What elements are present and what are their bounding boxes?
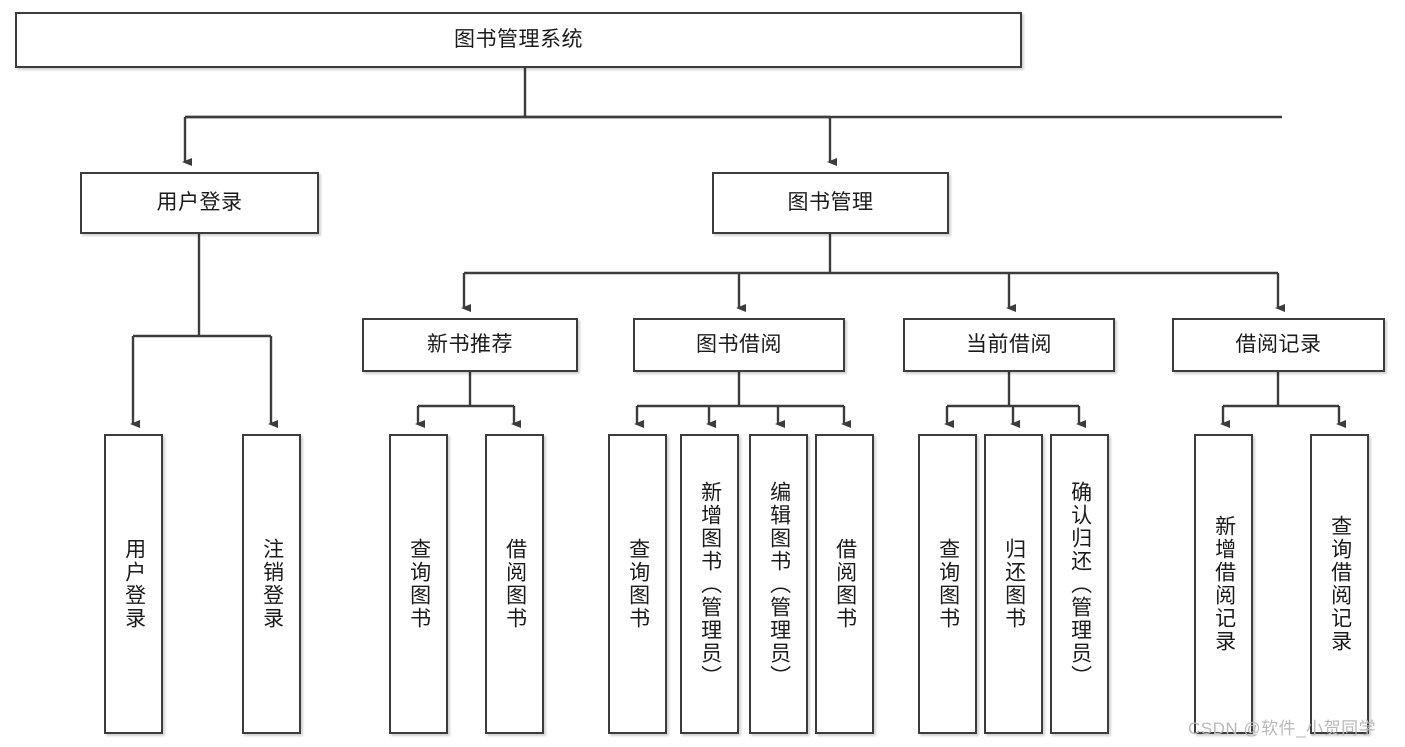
watermark: CSDN @软件_小贺同学	[1188, 719, 1377, 738]
node-leaf-query-book-1[interactable]: 查询图书	[389, 434, 448, 734]
node-leaf-query-book-3[interactable]: 查询图书	[918, 434, 977, 734]
node-book-management[interactable]: 图书管理	[712, 172, 949, 234]
node-root[interactable]: 图书管理系统	[15, 12, 1022, 68]
node-leaf-user-login-label: 用户登录	[122, 538, 146, 630]
node-leaf-confirm-return-label: 确认归还（管理员）	[1068, 480, 1092, 688]
node-leaf-borrow-book-1-label: 借阅图书	[503, 538, 527, 630]
node-borrow-record-label: 借阅记录	[1235, 333, 1322, 357]
node-leaf-borrow-book-2-label: 借阅图书	[833, 538, 857, 630]
node-leaf-query-record[interactable]: 查询借阅记录	[1310, 434, 1369, 734]
node-leaf-logout-login-label: 注销登录	[260, 538, 284, 630]
node-leaf-query-record-label: 查询借阅记录	[1328, 515, 1352, 653]
node-leaf-add-record-label: 新增借阅记录	[1212, 515, 1236, 653]
node-borrow-record[interactable]: 借阅记录	[1172, 318, 1385, 372]
node-leaf-edit-book-label: 编辑图书（管理员）	[767, 480, 791, 688]
node-book-borrow-label: 图书借阅	[696, 333, 782, 357]
node-current-borrow[interactable]: 当前借阅	[903, 318, 1115, 372]
node-leaf-logout-login[interactable]: 注销登录	[242, 434, 301, 734]
node-new-book-recommend[interactable]: 新书推荐	[362, 318, 578, 372]
node-root-label: 图书管理系统	[454, 28, 583, 52]
node-book-borrow[interactable]: 图书借阅	[633, 318, 845, 372]
node-leaf-query-book-3-label: 查询图书	[936, 538, 960, 630]
node-leaf-borrow-book-1[interactable]: 借阅图书	[485, 434, 544, 734]
node-current-borrow-label: 当前借阅	[966, 333, 1052, 357]
node-new-book-recommend-label: 新书推荐	[427, 333, 513, 357]
node-leaf-add-book[interactable]: 新增图书（管理员）	[680, 434, 739, 734]
node-leaf-return-book[interactable]: 归还图书	[984, 434, 1043, 734]
node-leaf-query-book-2[interactable]: 查询图书	[608, 434, 667, 734]
node-leaf-return-book-label: 归还图书	[1002, 538, 1026, 630]
node-leaf-edit-book[interactable]: 编辑图书（管理员）	[749, 434, 808, 734]
node-leaf-add-book-label: 新增图书（管理员）	[698, 480, 722, 688]
node-leaf-query-book-1-label: 查询图书	[407, 538, 431, 630]
node-leaf-query-book-2-label: 查询图书	[626, 538, 650, 630]
node-leaf-user-login[interactable]: 用户登录	[104, 434, 163, 734]
node-book-management-label: 图书管理	[787, 191, 874, 215]
node-user-login[interactable]: 用户登录	[80, 172, 319, 234]
node-leaf-add-record[interactable]: 新增借阅记录	[1194, 434, 1253, 734]
node-user-login-label: 用户登录	[156, 191, 243, 215]
node-leaf-confirm-return[interactable]: 确认归还（管理员）	[1050, 434, 1109, 734]
node-leaf-borrow-book-2[interactable]: 借阅图书	[815, 434, 874, 734]
